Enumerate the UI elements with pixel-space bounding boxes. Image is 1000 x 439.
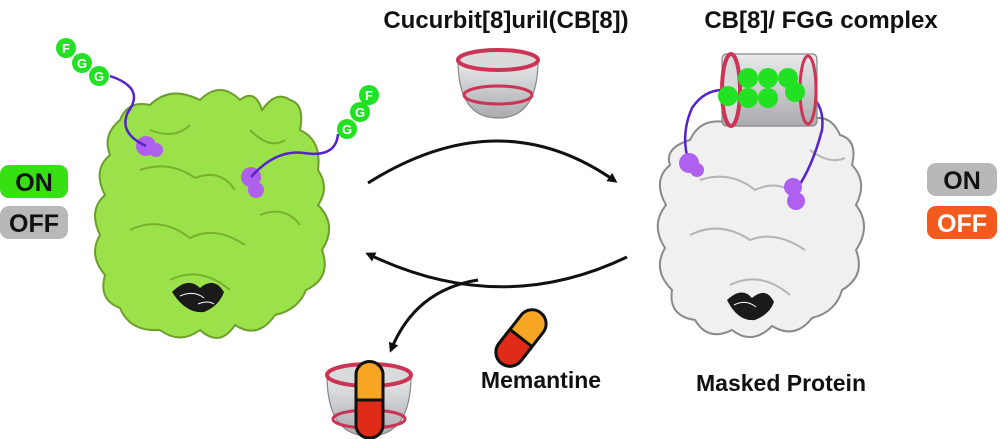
off-badge-active [927, 206, 997, 239]
left-state-badges: ON OFF [0, 165, 68, 239]
peptide-bead-label: G [342, 122, 352, 137]
on-badge-active [0, 165, 68, 198]
cb8-barrel-icon [456, 48, 540, 119]
masked-protein [656, 110, 865, 338]
cleft-detail [733, 301, 757, 308]
peptide-bead [738, 88, 758, 108]
masked-protein-label: Masked Protein [696, 370, 866, 396]
peptide-bead [785, 82, 805, 102]
off-badge-label: OFF [9, 210, 59, 238]
linker [250, 133, 340, 178]
peptide-bead [738, 68, 758, 88]
cb8-top-rim [456, 48, 540, 72]
complex-label: CB[8]/ FGG complex [704, 7, 938, 34]
active-protein-shade [129, 124, 301, 291]
linker [109, 74, 147, 148]
attachment-site [787, 192, 805, 210]
peptide-bead [72, 53, 92, 73]
peptide-bead-label: F [62, 41, 70, 56]
peptide-bead [359, 85, 379, 105]
reverse-arrow [365, 252, 628, 289]
cleft-detail [179, 292, 215, 305]
peptide-bead [718, 86, 738, 106]
on-badge-label: ON [15, 169, 53, 197]
capsule-orange-half [354, 360, 385, 402]
peptide-tag-right: G G F [337, 85, 379, 139]
active-site-cleft [727, 292, 774, 321]
on-badge-label: ON [943, 167, 981, 195]
peptide-bead [758, 68, 778, 88]
forward-arrow [367, 139, 618, 185]
masked-protein-shade [689, 149, 846, 296]
peptide-bead-label: F [365, 88, 373, 103]
linker [683, 88, 729, 164]
attachment-site [149, 143, 163, 157]
attachment-site [784, 178, 802, 196]
cb8-fgg-complex [718, 52, 818, 128]
active-site-cleft [172, 282, 224, 313]
right-state-badges: ON OFF [927, 163, 997, 239]
attachment-site [690, 163, 704, 177]
peptide-bead-label: G [94, 69, 104, 84]
capsule-red-half [494, 327, 535, 368]
on-badge-inactive [927, 163, 997, 196]
peptide-bead [350, 102, 370, 122]
peptide-bead-label: G [355, 105, 365, 120]
memantine-label: Memantine [481, 367, 601, 393]
peptide-bead [758, 88, 778, 108]
active-protein [94, 89, 330, 339]
off-badge-label: OFF [937, 210, 987, 238]
peptide-bead-label: G [77, 56, 87, 71]
peptide-bead [56, 38, 76, 58]
host-label: Cucurbit[8]uril(CB[8]) [383, 7, 628, 34]
release-arrow [388, 278, 479, 353]
peptide-tag-left: F G G [56, 38, 109, 86]
peptide-bead [89, 66, 109, 86]
memantine-capsule-icon [494, 308, 548, 368]
cb8-memantine-complex [325, 360, 413, 439]
off-badge-inactive [0, 206, 68, 239]
cb8-bottom-rim [462, 84, 534, 106]
attachment-site [248, 182, 264, 198]
peptide-bead [337, 119, 357, 139]
